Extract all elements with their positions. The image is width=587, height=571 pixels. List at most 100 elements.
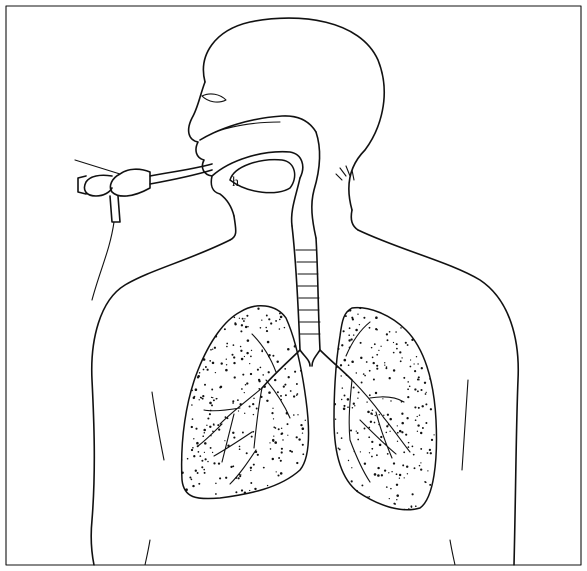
lung-stipple-dot xyxy=(397,441,398,442)
lung-stipple-dot xyxy=(234,317,236,319)
lung-stipple-dot xyxy=(414,406,416,408)
lung-stipple-dot xyxy=(419,415,420,416)
lung-stipple-dot xyxy=(242,318,244,320)
lung-stipple-dot xyxy=(218,429,220,431)
lung-stipple-dot xyxy=(337,348,339,350)
lung-stipple-dot xyxy=(411,339,413,341)
neck-back xyxy=(351,210,358,230)
lung-stipple-dot xyxy=(203,358,206,361)
figure-frame xyxy=(6,6,581,565)
waist-right xyxy=(450,540,455,565)
lung-stipple-dot xyxy=(232,402,234,404)
lung-stipple-dot xyxy=(268,391,271,394)
lung-stipple-dot xyxy=(341,399,342,400)
lung-stipple-dot xyxy=(401,357,402,358)
right-arm-line xyxy=(462,380,468,470)
lung-stipple-dot xyxy=(389,377,391,379)
lung-stipple-dot xyxy=(409,386,411,388)
lung-stipple-dot xyxy=(386,486,388,488)
lung-stipple-dot xyxy=(361,484,363,486)
lung-stipple-dot xyxy=(240,346,242,348)
lung-stipple-dot xyxy=(366,401,367,402)
lung-stipple-dot xyxy=(245,384,247,386)
lung-stipple-dot xyxy=(198,451,200,453)
lung-stipple-dot xyxy=(396,473,398,475)
lung-stipple-dot xyxy=(383,415,384,416)
lung-stipple-dot xyxy=(234,322,236,324)
lung-stipple-dot xyxy=(268,318,270,320)
lung-stipple-dot xyxy=(216,398,218,400)
lung-stipple-dot xyxy=(294,371,296,373)
lung-stipple-dot xyxy=(214,347,216,349)
lung-stipple-dot xyxy=(407,388,409,390)
lung-stipple-dot xyxy=(234,376,236,378)
lung-stipple-dot xyxy=(404,509,406,511)
lung-stipple-dot xyxy=(371,441,373,443)
lung-stipple-dot xyxy=(240,350,242,352)
lung-stipple-dot xyxy=(250,356,252,358)
lung-stipple-dot xyxy=(206,425,207,426)
lung-stipple-dot xyxy=(209,426,211,428)
lung-stipple-dot xyxy=(215,372,216,373)
lung-stipple-dot xyxy=(284,327,285,328)
lung-stipple-dot xyxy=(374,343,376,345)
face-profile xyxy=(189,82,234,216)
lung-stipple-dot xyxy=(213,424,214,425)
lung-stipple-dot xyxy=(226,359,227,360)
lung-stipple-dot xyxy=(273,435,274,436)
lung-stipple-dot xyxy=(417,390,419,392)
lung-stipple-dot xyxy=(386,366,388,368)
lung-stipple-dot xyxy=(421,367,423,369)
lung-stipple-dot xyxy=(369,327,371,329)
lung-stipple-dot xyxy=(344,359,347,362)
lung-stipple-dot xyxy=(376,368,378,370)
lung-stipple-dot xyxy=(231,354,233,356)
lung-stipple-dot xyxy=(343,408,346,411)
lung-stipple-dot xyxy=(376,454,378,456)
lung-stipple-dot xyxy=(225,477,227,479)
lung-stipple-dot xyxy=(422,427,424,429)
lung-stipple-dot xyxy=(424,481,426,483)
bronchi-fork xyxy=(300,350,320,366)
lung-stipple-dot xyxy=(397,425,398,426)
lung-stipple-dot xyxy=(350,338,352,340)
lung-stipple-dot xyxy=(377,474,380,477)
lung-stipple-dot xyxy=(367,411,370,414)
lung-stipple-dot xyxy=(351,317,353,319)
lung-stipple-dot xyxy=(211,397,212,398)
lung-stipple-dot xyxy=(388,472,389,473)
lung-stipple-dot xyxy=(371,347,373,349)
lung-stipple-dot xyxy=(263,467,265,469)
lung-stipple-dot xyxy=(381,474,383,476)
lung-stipple-dot xyxy=(424,382,426,384)
lung-stipple-dot xyxy=(283,386,285,388)
lung-stipple-dot xyxy=(280,433,282,435)
lung-stipple-dot xyxy=(334,403,336,405)
lung-stipple-dot xyxy=(412,446,414,448)
lung-stipple-dot xyxy=(412,493,414,495)
lung-stipple-dot xyxy=(213,462,215,464)
lung-stipple-dot xyxy=(399,474,401,476)
lung-stipple-dot xyxy=(260,327,262,329)
lung-stipple-dot xyxy=(419,465,421,467)
lung-stipple-dot xyxy=(290,390,292,392)
lung-stipple-dot xyxy=(396,348,398,350)
lung-stipple-dot xyxy=(192,485,194,487)
lung-stipple-dot xyxy=(389,498,390,499)
lung-stipple-dot xyxy=(267,341,270,344)
lung-stipple-dot xyxy=(407,381,409,383)
lung-stipple-dot xyxy=(298,438,300,440)
lung-stipple-dot xyxy=(212,452,213,453)
lung-stipple-dot xyxy=(341,437,343,439)
lung-stipple-dot xyxy=(272,439,275,442)
lung-stipple-dot xyxy=(360,342,362,344)
lung-stipple-dot xyxy=(358,391,360,393)
lung-stipple-dot xyxy=(293,414,295,416)
lung-stipple-dot xyxy=(406,465,408,467)
lung-stipple-dot xyxy=(348,460,349,461)
lung-stipple-dot xyxy=(373,362,375,364)
lung-stipple-dot xyxy=(349,309,351,311)
lung-stipple-dot xyxy=(402,464,404,466)
lung-stipple-dot xyxy=(240,474,241,475)
lung-stipple-dot xyxy=(205,366,207,368)
